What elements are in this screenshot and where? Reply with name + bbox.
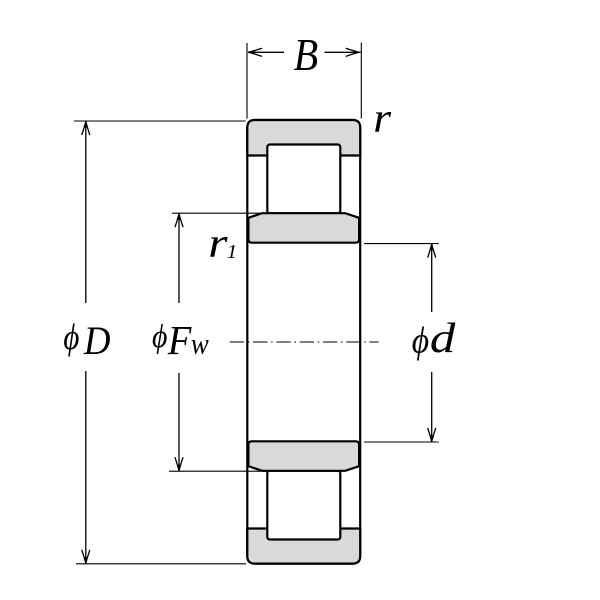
svg-text:w: w: [191, 328, 209, 361]
svg-text:D: D: [83, 320, 111, 364]
svg-text:d: d: [430, 315, 456, 362]
svg-text:r: r: [373, 94, 392, 141]
svg-text:ϕ: ϕ: [152, 318, 167, 354]
svg-text:r: r: [208, 219, 228, 266]
svg-text:1: 1: [227, 239, 238, 263]
svg-text:ϕ: ϕ: [412, 319, 429, 361]
svg-text:ϕ: ϕ: [63, 318, 79, 358]
svg-text:B: B: [294, 31, 319, 81]
svg-text:F: F: [167, 317, 192, 363]
